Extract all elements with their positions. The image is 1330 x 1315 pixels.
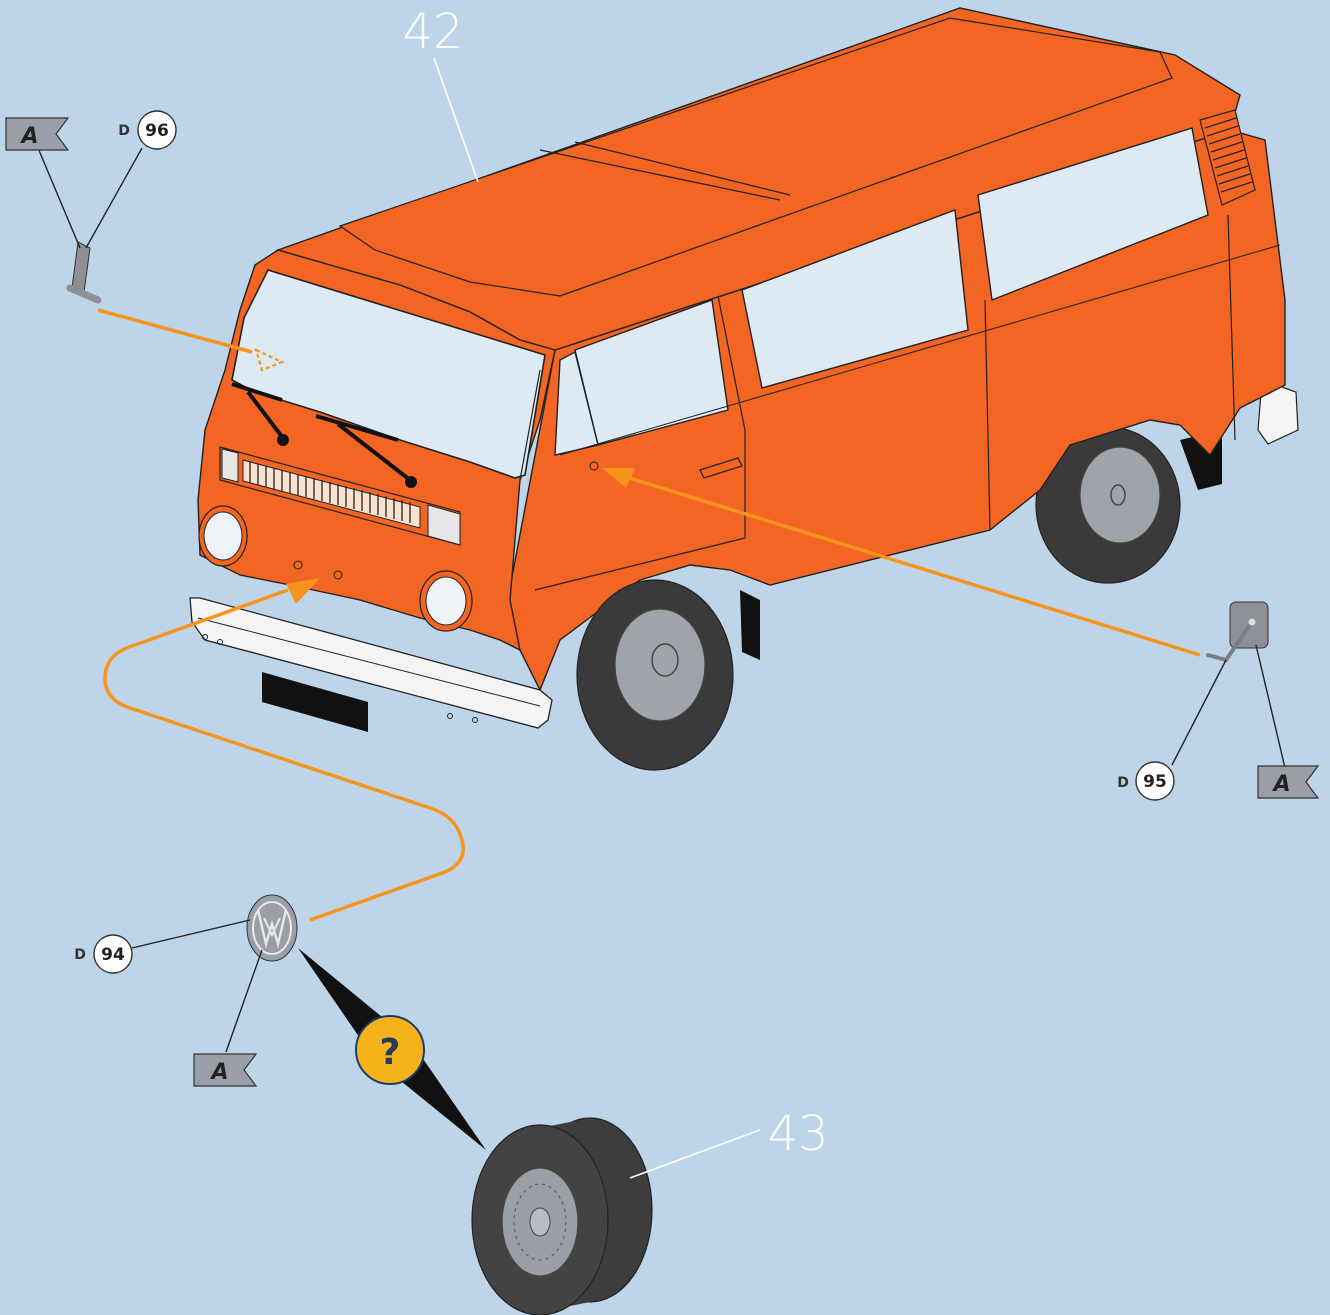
callout-number-42: 42 <box>402 4 463 60</box>
svg-text:?: ? <box>380 1032 401 1073</box>
part-badge-d96: D 96 <box>118 111 176 149</box>
paint-flag-icon: A <box>1258 766 1318 798</box>
front-wheel <box>577 580 733 770</box>
svg-text:94: 94 <box>101 945 125 965</box>
license-plate <box>262 672 368 732</box>
svg-text:A: A <box>209 1060 228 1085</box>
vw-emblem-icon <box>247 895 297 961</box>
van-body-part-42 <box>190 8 1298 770</box>
callout-number-43: 43 <box>767 1106 828 1162</box>
svg-text:D: D <box>118 123 130 139</box>
svg-text:95: 95 <box>1143 772 1167 792</box>
svg-text:D: D <box>1117 775 1129 791</box>
question-hint-icon: ? <box>298 948 486 1150</box>
svg-text:96: 96 <box>145 121 169 141</box>
paint-flag-icon: A <box>6 118 68 150</box>
mirror-part-d95 <box>1208 602 1268 660</box>
wiper-part-d96 <box>70 242 98 300</box>
svg-text:D: D <box>74 947 86 963</box>
part-badge-d95: D 95 <box>1117 762 1174 800</box>
spare-wheel-part-43 <box>472 1118 652 1315</box>
svg-text:A: A <box>1271 772 1290 797</box>
svg-text:A: A <box>19 124 38 149</box>
part-badge-d94: D 94 <box>74 935 132 973</box>
paint-flag-icon: A <box>194 1054 256 1086</box>
